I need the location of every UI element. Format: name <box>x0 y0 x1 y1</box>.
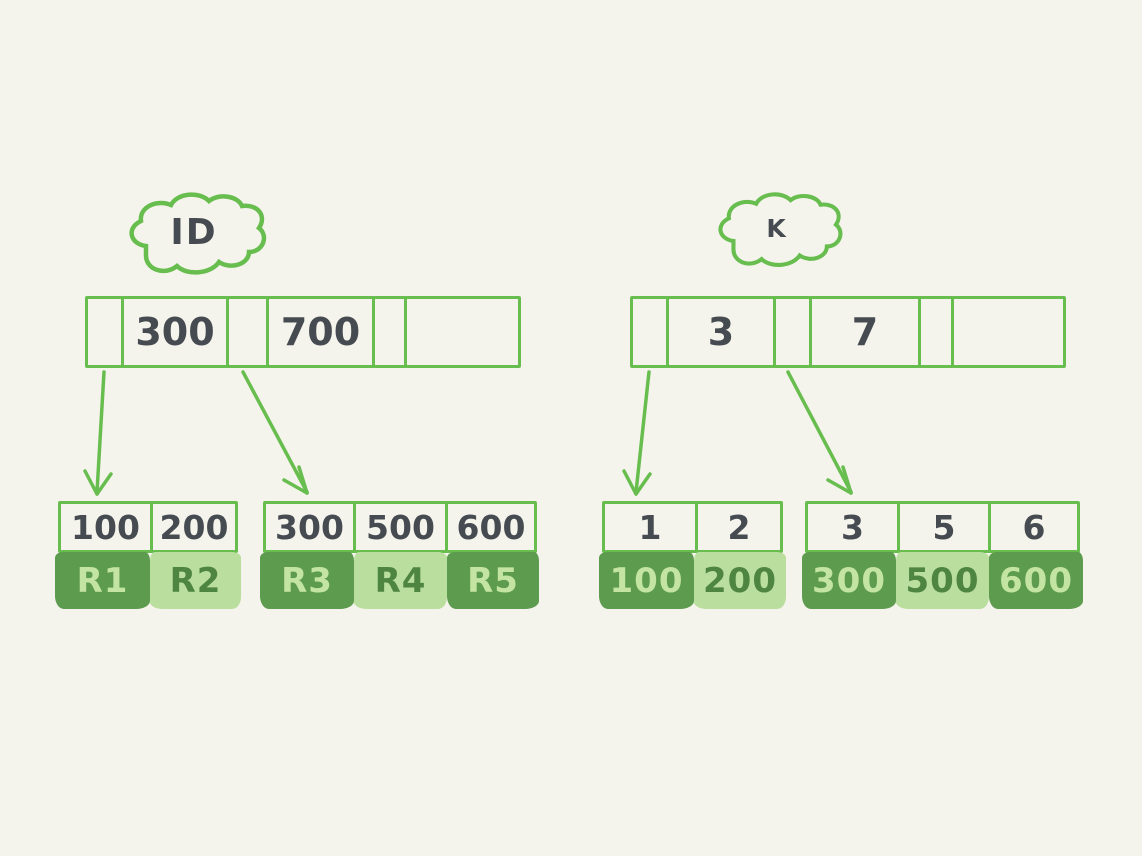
k-cloud: K <box>703 192 851 270</box>
record-block: R3 <box>260 552 354 609</box>
value-block: 100 <box>599 552 694 609</box>
leaf-node-id-2: 300 500 600 <box>263 501 537 553</box>
record-block: R4 <box>354 552 447 609</box>
root-node-k: 3 7 <box>630 296 1066 368</box>
value-block: 500 <box>896 552 989 609</box>
key-cell: 7 <box>812 299 921 365</box>
id-cloud: ID <box>118 192 270 278</box>
leaf-key-cell: 500 <box>356 504 448 550</box>
value-block: 200 <box>694 552 786 609</box>
key-cell: 300 <box>124 299 229 365</box>
k-cloud-label: K <box>766 213 788 243</box>
leaf-key-cell: 6 <box>1022 507 1046 547</box>
leaf-node-id-1: 100 200 <box>58 501 238 553</box>
pointer-cell <box>633 299 669 365</box>
leaf-key-cell: 600 <box>456 507 526 547</box>
record-row-id-1: R1 R2 <box>55 552 241 609</box>
leaf-key-cell: 300 <box>266 504 356 550</box>
arrow-right-2 <box>786 370 853 495</box>
leaf-key-cell: 2 <box>727 507 751 547</box>
empty-cell <box>407 299 518 365</box>
pointer-cell <box>88 299 124 365</box>
value-block: 300 <box>802 552 896 609</box>
pointer-cell <box>921 299 954 365</box>
pointer-cell <box>776 299 812 365</box>
key-cell: 700 <box>269 299 375 365</box>
leaf-key-cell: 1 <box>605 504 698 550</box>
empty-cell <box>954 299 1063 365</box>
root-node-id: 300 700 <box>85 296 521 368</box>
arrow-left-1 <box>83 370 113 496</box>
leaf-key-cell: 100 <box>61 504 153 550</box>
record-row-id-2: R3 R4 R5 <box>260 552 539 609</box>
record-block: R2 <box>150 552 241 609</box>
value-row-k-1: 100 200 <box>599 552 786 609</box>
pointer-cell <box>229 299 269 365</box>
cloud-icon <box>718 192 843 267</box>
leaf-key-cell: 200 <box>159 507 229 547</box>
arrow-right-1 <box>622 370 652 496</box>
key-cell: 3 <box>669 299 776 365</box>
arrow-left-2 <box>241 370 309 495</box>
record-block: R1 <box>55 552 150 609</box>
cloud-icon <box>129 192 267 275</box>
leaf-key-cell: 3 <box>808 504 900 550</box>
leaf-node-k-1: 1 2 <box>602 501 783 553</box>
leaf-node-k-2: 3 5 6 <box>805 501 1080 553</box>
id-cloud-label: ID <box>170 211 218 253</box>
leaf-key-cell: 5 <box>900 504 991 550</box>
value-row-k-2: 300 500 600 <box>802 552 1083 609</box>
value-block: 600 <box>989 552 1083 609</box>
pointer-cell <box>375 299 407 365</box>
record-block: R5 <box>447 552 539 609</box>
